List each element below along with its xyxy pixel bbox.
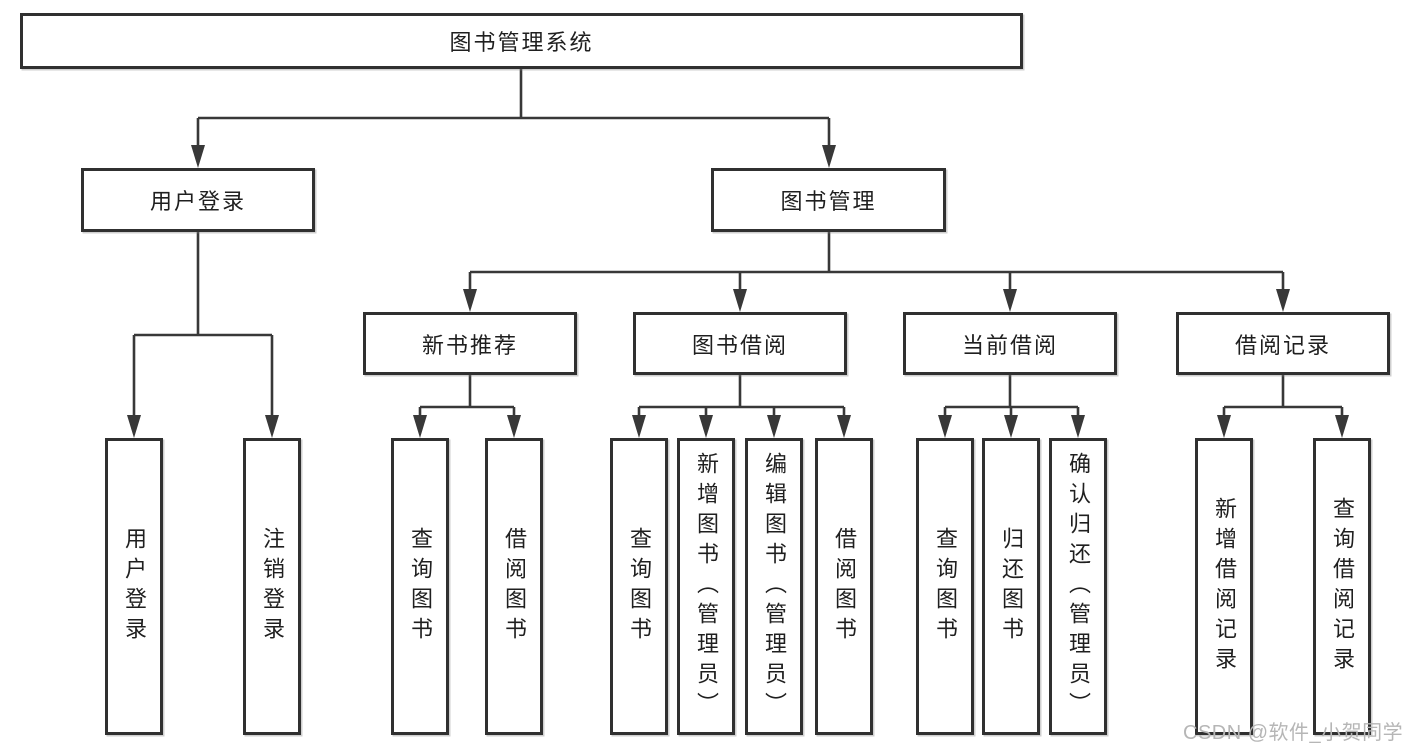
node-borrowing-records: 借阅记录: [1176, 312, 1390, 375]
leaf-borrow-books: 借阅图书: [815, 438, 873, 735]
leaf-add-borrow-record: 新增借阅记录: [1195, 438, 1253, 735]
leaf-label: 用户登录: [122, 526, 147, 647]
leaf-add-books-admin: 新增图书（管理员）: [677, 438, 735, 735]
leaf-label: 借阅图书: [832, 526, 857, 647]
leaf-confirm-return-admin: 确认归还（管理员）: [1049, 438, 1107, 735]
node-label: 当前借阅: [961, 332, 1058, 358]
node-label: 图书借阅: [691, 332, 788, 358]
leaf-label: 编辑图书（管理员）: [762, 451, 787, 722]
leaf-label: 注销登录: [260, 526, 285, 647]
leaf-label: 查询图书: [408, 526, 433, 647]
node-label: 新书推荐: [421, 332, 518, 358]
node-label: 用户登录: [149, 189, 246, 214]
leaf-label: 新增图书（管理员）: [694, 451, 719, 722]
leaf-user-login: 用户登录: [105, 438, 163, 735]
node-label: 借阅记录: [1234, 332, 1331, 358]
leaf-label: 查询图书: [933, 526, 958, 647]
leaf-query-borrow-record: 查询借阅记录: [1313, 438, 1371, 735]
leaf-return-books: 归还图书: [982, 438, 1040, 735]
leaf-label: 查询借阅记录: [1330, 496, 1355, 677]
node-user-login: 用户登录: [81, 168, 315, 232]
node-library-management-system: 图书管理系统: [20, 13, 1023, 69]
leaf-label: 归还图书: [999, 526, 1024, 647]
leaf-label: 确认归还（管理员）: [1066, 451, 1091, 722]
leaf-query-books-current: 查询图书: [916, 438, 974, 735]
leaf-query-books-recommend: 查询图书: [391, 438, 449, 735]
node-new-book-recommendation: 新书推荐: [363, 312, 577, 375]
leaf-label: 查询图书: [627, 526, 652, 647]
node-label: 图书管理: [780, 189, 877, 214]
node-current-borrowing: 当前借阅: [903, 312, 1117, 375]
leaf-label: 新增借阅记录: [1212, 496, 1237, 677]
leaf-logout-login: 注销登录: [243, 438, 301, 735]
node-book-management: 图书管理: [711, 168, 946, 232]
node-label: 图书管理系统: [449, 30, 594, 55]
leaf-borrow-books-recommend: 借阅图书: [485, 438, 543, 735]
leaf-edit-books-admin: 编辑图书（管理员）: [745, 438, 803, 735]
leaf-label: 借阅图书: [502, 526, 527, 647]
leaf-query-books-borrow: 查询图书: [610, 438, 668, 735]
csdn-watermark: CSDN @软件_小贺同学: [1183, 722, 1404, 744]
node-book-borrowing: 图书借阅: [633, 312, 847, 375]
